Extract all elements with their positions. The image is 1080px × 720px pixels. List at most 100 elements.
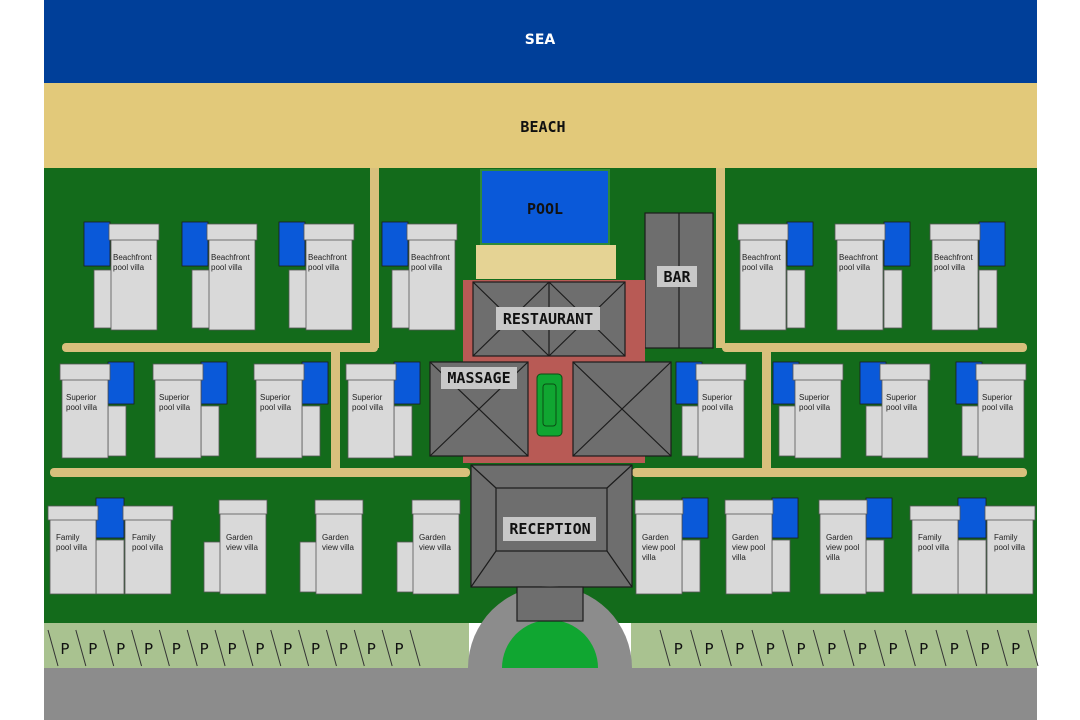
parking-bay-line bbox=[782, 629, 794, 667]
villa-roof bbox=[879, 363, 931, 381]
villa-annex bbox=[883, 269, 903, 329]
villa-label: Superior bbox=[799, 393, 830, 402]
villa-label: pool villa bbox=[918, 543, 950, 552]
beach bbox=[44, 83, 1037, 168]
parking-sign: P bbox=[919, 640, 928, 658]
villa-roof bbox=[737, 223, 789, 241]
villa-annex bbox=[95, 539, 125, 595]
villa-label: Family bbox=[994, 533, 1018, 542]
villa-label: view villa bbox=[419, 543, 452, 552]
villa-roof bbox=[108, 223, 160, 241]
parking-bay-line bbox=[843, 629, 855, 667]
parking-bay-line bbox=[298, 629, 310, 667]
villa-body bbox=[110, 237, 158, 331]
private-pool bbox=[301, 361, 329, 405]
parking-bay-line bbox=[996, 629, 1008, 667]
villa-label: Superior bbox=[159, 393, 190, 402]
villa-annex bbox=[288, 269, 308, 329]
villa-body bbox=[219, 509, 267, 595]
villa-annex bbox=[681, 539, 701, 593]
parking-bay-line bbox=[325, 629, 337, 667]
private-pool bbox=[865, 497, 893, 539]
villa-label: view villa bbox=[226, 543, 259, 552]
villa-label: pool villa bbox=[211, 263, 243, 272]
bar-label: BAR bbox=[663, 268, 691, 286]
parking-left bbox=[44, 623, 469, 668]
villa-label: Superior bbox=[66, 393, 97, 402]
villa-label: Family bbox=[918, 533, 942, 542]
parking-sign: P bbox=[339, 640, 348, 658]
villa-annex bbox=[200, 405, 220, 457]
parking-sign: P bbox=[1011, 640, 1020, 658]
villa-body bbox=[794, 377, 842, 459]
parking-bay-line bbox=[1027, 629, 1039, 667]
villa-body bbox=[881, 377, 929, 459]
villa-annex bbox=[865, 405, 885, 457]
beach-label: BEACH bbox=[520, 118, 565, 136]
villa-annex bbox=[957, 539, 987, 595]
villa-label: Beachfront bbox=[839, 253, 878, 262]
parking-bay-line bbox=[904, 629, 916, 667]
private-pool bbox=[278, 221, 306, 267]
villa-label: pool villa bbox=[66, 403, 98, 412]
villa-label: pool villa bbox=[799, 403, 831, 412]
pool-label: POOL bbox=[527, 200, 563, 218]
villa-roof bbox=[695, 363, 747, 381]
parking-bay-line bbox=[353, 629, 365, 667]
private-pool bbox=[393, 361, 421, 405]
parking-sign: P bbox=[827, 640, 836, 658]
villa-annex bbox=[301, 405, 321, 457]
villa-label: Superior bbox=[260, 393, 291, 402]
villa-roof bbox=[724, 499, 774, 515]
parking-sign: P bbox=[255, 640, 264, 658]
villa-label: pool villa bbox=[702, 403, 734, 412]
villa-label: Beachfront bbox=[211, 253, 250, 262]
villa-label: pool villa bbox=[113, 263, 145, 272]
parking-sign: P bbox=[116, 640, 125, 658]
parking-bay-line bbox=[242, 629, 254, 667]
villa-label: Beachfront bbox=[742, 253, 781, 262]
parking-sign: P bbox=[144, 640, 153, 658]
sea bbox=[44, 0, 1037, 83]
villa-annex bbox=[93, 269, 113, 329]
private-pool bbox=[957, 497, 987, 539]
villa-body bbox=[911, 513, 959, 595]
private-pool bbox=[181, 221, 209, 267]
villa-body bbox=[124, 513, 172, 595]
villa-label: Family bbox=[56, 533, 80, 542]
private-pool bbox=[681, 497, 709, 539]
parking-sign: P bbox=[858, 640, 867, 658]
parking-sign: P bbox=[796, 640, 805, 658]
villa-label: Beachfront bbox=[113, 253, 152, 262]
courtyard-garden bbox=[536, 373, 563, 437]
villa-body bbox=[208, 237, 256, 331]
villa-body bbox=[408, 237, 456, 331]
villa-annex bbox=[391, 269, 411, 329]
parking-sign: P bbox=[735, 640, 744, 658]
pool bbox=[480, 169, 610, 245]
villa-annex bbox=[865, 539, 885, 593]
villa-body bbox=[255, 377, 303, 459]
villa-label: pool villa bbox=[982, 403, 1014, 412]
private-pool bbox=[200, 361, 228, 405]
villa-label: villa bbox=[732, 553, 746, 562]
villa-roof bbox=[152, 363, 204, 381]
parking-bay-line bbox=[75, 629, 87, 667]
paths bbox=[50, 168, 1027, 477]
private-pool bbox=[978, 221, 1006, 267]
villa-roof bbox=[206, 223, 258, 241]
villa-label: pool villa bbox=[159, 403, 191, 412]
massage-label: MASSAGE bbox=[447, 369, 510, 387]
